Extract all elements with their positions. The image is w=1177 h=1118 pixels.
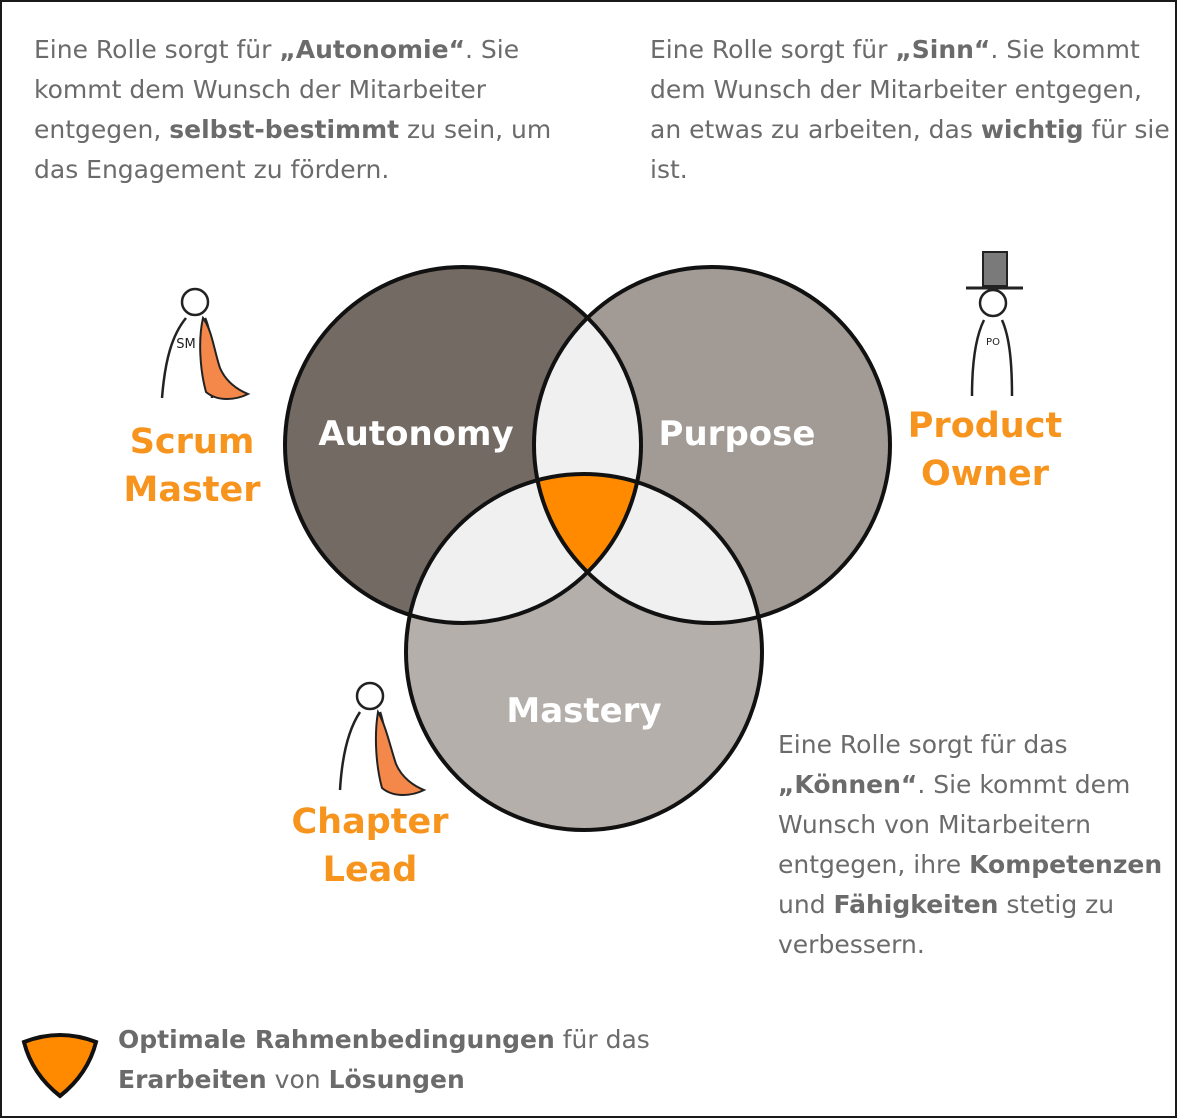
circle-outlines [283,265,892,832]
role-line: Scrum [129,422,255,462]
text-segment: Eine Rolle sorgt für das [778,730,1068,759]
mastery-label: Mastery [506,691,661,731]
scrum-master-figure-icon: SM [160,287,251,400]
text-segment: und [778,890,834,919]
text-segment: von [266,1065,329,1094]
product-owner-figure-icon: PO [966,251,1023,397]
text-segment: zu sein, um das Engagement zu fördern. [34,115,552,184]
text-segment: für sie ist. [650,115,1170,184]
text-segment: Eine Rolle sorgt für [650,35,896,64]
legend-center-icon [21,1033,99,1099]
bold-term: Fähigkeiten [833,890,999,919]
overlap-autonomy-mastery [406,474,641,623]
text-segment: für das [554,1025,650,1054]
mastery-description: Eine Rolle sorgt für das „Können“. Sie k… [778,725,1173,965]
text-segment: Eine Rolle sorgt für [34,35,280,64]
role-line: Chapter [291,802,449,842]
chapter-lead-label: Chapter Lead [280,798,460,894]
purpose-label: Purpose [659,414,816,454]
bold-term: Optimale Rahmenbedingungen [118,1025,555,1054]
sm-badge: SM [176,337,195,352]
autonomy-description: Eine Rolle sorgt für „Autonomie“. Sie ko… [34,30,554,190]
text-segment: stetig zu verbessern. [778,890,1115,959]
product-owner-label: Product Owner [895,402,1075,498]
purpose-description: Eine Rolle sorgt für „Sinn“. Sie kommt d… [650,30,1170,190]
bold-term: Lösungen [328,1065,465,1094]
bold-term: „Sinn“ [895,35,991,64]
role-line: Product [907,406,1063,446]
text-segment: . Sie kommt dem Wunsch von Mitarbeitern … [778,770,1131,879]
text-segment: . Sie kommt dem Wunsch der Mitarbeiter e… [650,35,1142,144]
legend-description: Optimale Rahmenbedingungen für das Erarb… [118,1020,678,1100]
role-line: Owner [920,454,1049,494]
bold-term: selbst-bestimmt [169,115,400,144]
autonomy-label: Autonomy [318,414,513,454]
bold-term: „Autonomie“ [279,35,466,64]
po-badge: PO [986,337,1000,348]
bold-term: wichtig [980,115,1084,144]
overlap-purpose-mastery [534,474,762,623]
chapter-lead-figure-icon [338,681,427,796]
role-line: Master [123,470,261,510]
role-line: Lead [322,850,418,890]
bold-term: Erarbeiten [118,1065,267,1094]
bold-term: „Können“ [778,770,918,799]
text-segment: . Sie kommt dem Wunsch der Mitarbeiter e… [34,35,520,144]
scrum-master-label: Scrum Master [112,418,272,514]
bold-term: Kompetenzen [969,850,1163,879]
